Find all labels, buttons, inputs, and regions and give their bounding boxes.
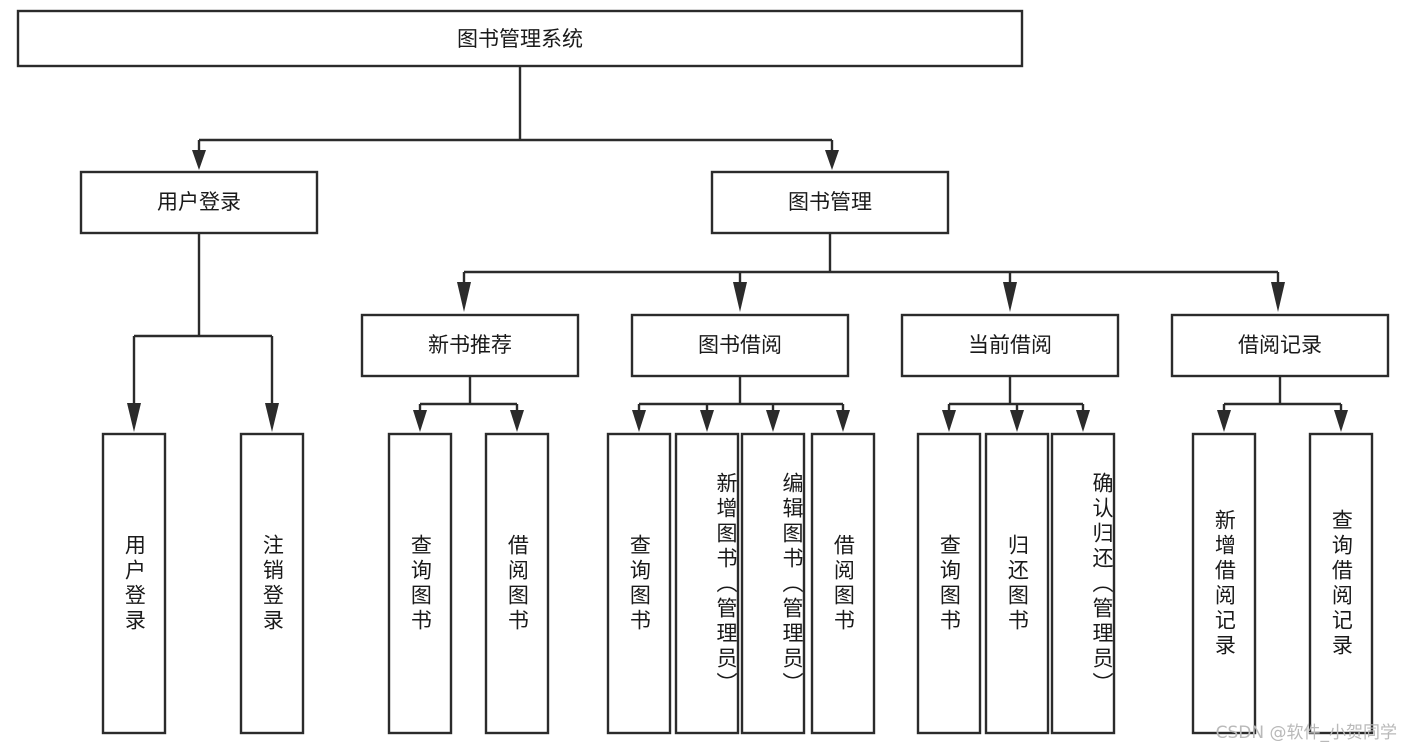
node-book-manage-label: 图书管理: [788, 190, 872, 214]
leaf-box-query-book-1[interactable]: [387, 432, 453, 735]
node-borrow-record-box[interactable]: [1170, 313, 1390, 378]
arrow-head-book-borrow: [733, 282, 747, 312]
arrow-head-leaf-add-record: [1217, 410, 1231, 432]
leaf-box-user-login[interactable]: [101, 432, 167, 735]
arrow-head-book-manage: [825, 150, 839, 170]
arrow-head-leaf-query-book-3: [942, 410, 956, 432]
connector-group-current-borrow: [942, 376, 1090, 432]
leaf-box-borrow-book-2[interactable]: [810, 432, 876, 735]
leaf-box-query-book-2[interactable]: [606, 432, 672, 735]
arrow-head-leaf-borrow-book-2: [836, 410, 850, 432]
leaf-box-add-book[interactable]: [674, 432, 740, 735]
arrow-head-leaf-edit-book: [766, 410, 780, 432]
leaf-boxes: [101, 432, 1374, 735]
arrow-head-new-book-rec: [457, 282, 471, 312]
arrow-head-leaf-confirm-return: [1076, 410, 1090, 432]
arrow-head-user-login: [192, 150, 206, 170]
connector-group-user-login: [127, 233, 279, 432]
arrow-head-leaf-user-login: [127, 403, 141, 432]
leaf-box-borrow-book-1[interactable]: [484, 432, 550, 735]
node-new-book-rec-box[interactable]: [360, 313, 580, 378]
connector-group-book-borrow: [632, 376, 850, 432]
node-book-borrow-label: 图书借阅: [698, 333, 782, 357]
node-book-borrow-box[interactable]: [630, 313, 850, 378]
node-new-book-rec[interactable]: 新书推荐: [360, 313, 580, 378]
arrow-head-leaf-query-book-1: [413, 410, 427, 432]
arrow-head-borrow-record: [1271, 282, 1285, 312]
node-current-borrow[interactable]: 当前借阅: [900, 313, 1120, 378]
leaf-box-add-record[interactable]: [1191, 432, 1257, 735]
leaf-box-user-logout[interactable]: [239, 432, 305, 735]
node-book-manage-box[interactable]: [710, 170, 950, 235]
node-root[interactable]: 图书管理系统: [16, 9, 1024, 68]
leaf-box-confirm-return[interactable]: [1050, 432, 1116, 735]
arrow-head-leaf-add-book: [700, 410, 714, 432]
arrow-head-current-borrow: [1003, 282, 1017, 312]
node-borrow-record-label: 借阅记录: [1238, 333, 1322, 357]
leaf-box-query-record[interactable]: [1308, 432, 1374, 735]
arrow-head-leaf-user-logout: [265, 403, 279, 432]
node-root-label: 图书管理系统: [457, 27, 583, 51]
connector-group-root: [192, 67, 839, 170]
node-current-borrow-label: 当前借阅: [968, 333, 1052, 357]
leaf-box-edit-book[interactable]: [740, 432, 806, 735]
arrow-head-leaf-return-book: [1010, 410, 1024, 432]
node-book-manage[interactable]: 图书管理: [710, 170, 950, 235]
node-user-login[interactable]: 用户登录: [79, 170, 319, 235]
connector-group-new-book-rec: [413, 376, 524, 432]
arrow-head-leaf-query-record: [1334, 410, 1348, 432]
leaf-box-return-book[interactable]: [984, 432, 1050, 735]
node-book-borrow[interactable]: 图书借阅: [630, 313, 850, 378]
node-current-borrow-box[interactable]: [900, 313, 1120, 378]
connector-group-book-manage: [457, 233, 1285, 312]
node-user-login-box[interactable]: [79, 170, 319, 235]
node-borrow-record[interactable]: 借阅记录: [1170, 313, 1390, 378]
node-user-login-label: 用户登录: [157, 190, 241, 214]
arrow-head-leaf-query-book-2: [632, 410, 646, 432]
node-new-book-rec-label: 新书推荐: [428, 333, 512, 357]
connector-group-borrow-record: [1217, 376, 1348, 432]
arrow-head-leaf-borrow-book-1: [510, 410, 524, 432]
node-root-box[interactable]: [16, 9, 1024, 68]
leaf-box-query-book-3[interactable]: [916, 432, 982, 735]
